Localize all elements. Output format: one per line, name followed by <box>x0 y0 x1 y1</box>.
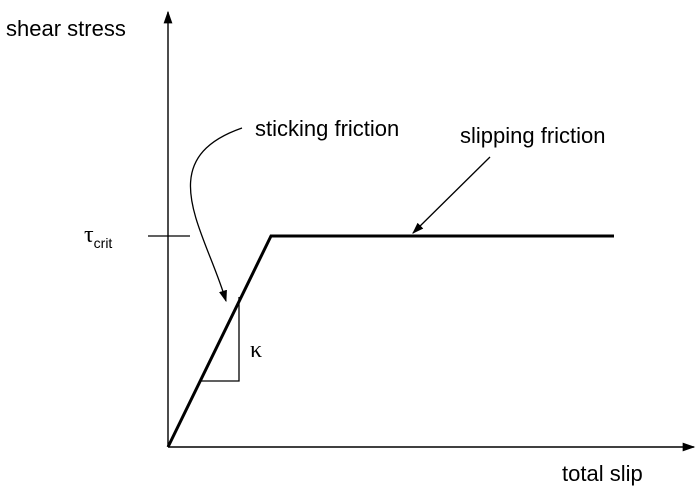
tau-symbol: τ <box>84 222 94 248</box>
slope-triangle <box>200 297 240 382</box>
sticking-friction-label: sticking friction <box>255 116 399 141</box>
slipping-friction-arrow <box>412 156 491 234</box>
stiffness-label: κ <box>250 337 262 363</box>
y-axis-label: shear stress <box>6 16 126 41</box>
tau-crit-label: τcrit <box>84 222 112 251</box>
slipping-friction-label: slipping friction <box>460 123 606 148</box>
tau-subscript: crit <box>94 235 113 251</box>
x-axis-label: total slip <box>562 461 643 486</box>
friction-law-curve <box>166 234 614 448</box>
sticking-friction-arrow <box>189 127 243 303</box>
